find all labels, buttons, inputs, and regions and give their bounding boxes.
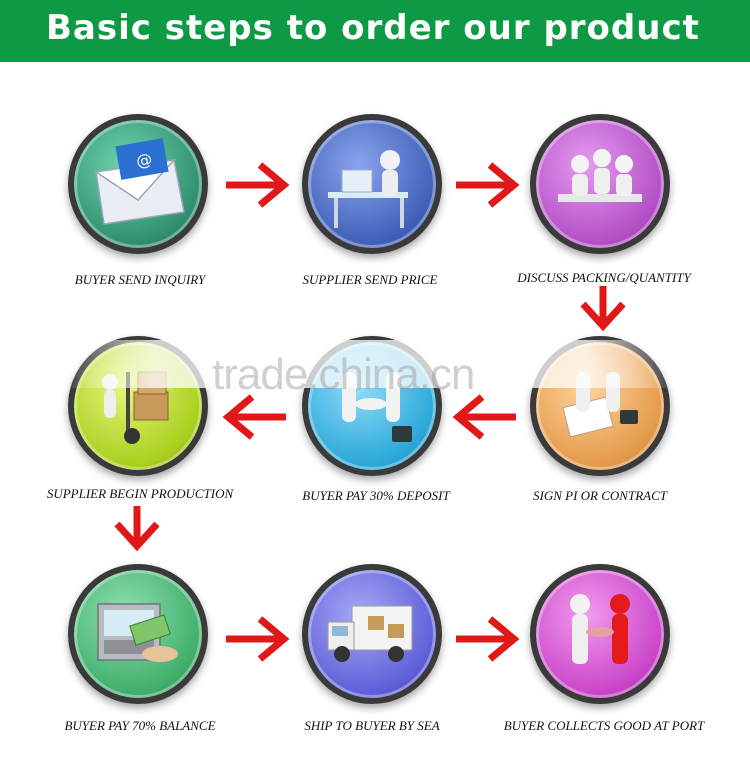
svg-text:@: @ [135, 149, 154, 170]
people-handshake-icon [570, 594, 630, 664]
arrow-down-icon [114, 506, 160, 552]
step-5-label: BUYER PAY 30% DEPOSIT [302, 488, 450, 503]
step-9-label: BUYER COLLECTS GOOD AT PORT [503, 718, 705, 733]
computer-desk-icon [328, 150, 408, 228]
arrow-left-icon [452, 394, 516, 440]
envelope-icon: @ [93, 138, 185, 225]
arrow-right-icon [226, 162, 290, 208]
arrow-right-icon [456, 162, 520, 208]
meeting-icon [558, 149, 642, 202]
step-2-circle [302, 114, 442, 254]
arrow-right-icon [456, 616, 520, 662]
step-8-label: SHIP TO BUYER BY SEA [304, 718, 440, 733]
step-7-label: BUYER PAY 70% BALANCE [64, 718, 216, 733]
step-1-label: BUYER SEND INQUIRY [74, 272, 206, 287]
arrow-down-icon [580, 286, 626, 332]
step-3-label: DISCUSS PACKING/QUANTITY [517, 270, 691, 285]
arrow-left-icon [222, 394, 286, 440]
step-6-label: SUPPLIER BEGIN PRODUCTION [46, 486, 234, 501]
step-7-circle [68, 564, 208, 704]
step-1-circle: @ [68, 114, 208, 254]
step-4-label: SIGN PI OR CONTRACT [533, 488, 667, 503]
delivery-truck-icon [327, 605, 413, 662]
step-9-circle [530, 564, 670, 704]
step-2-label: SUPPLIER SEND PRICE [302, 272, 438, 287]
arrow-right-icon [226, 616, 290, 662]
step-8-circle [302, 564, 442, 704]
page-title: Basic steps to order our product [46, 8, 700, 48]
step-3-circle [530, 114, 670, 254]
watermark-band [60, 340, 680, 388]
atm-cash-icon [97, 603, 178, 662]
watermark: trade.china.cn [212, 350, 475, 399]
header-banner: Basic steps to order our product [0, 0, 750, 62]
